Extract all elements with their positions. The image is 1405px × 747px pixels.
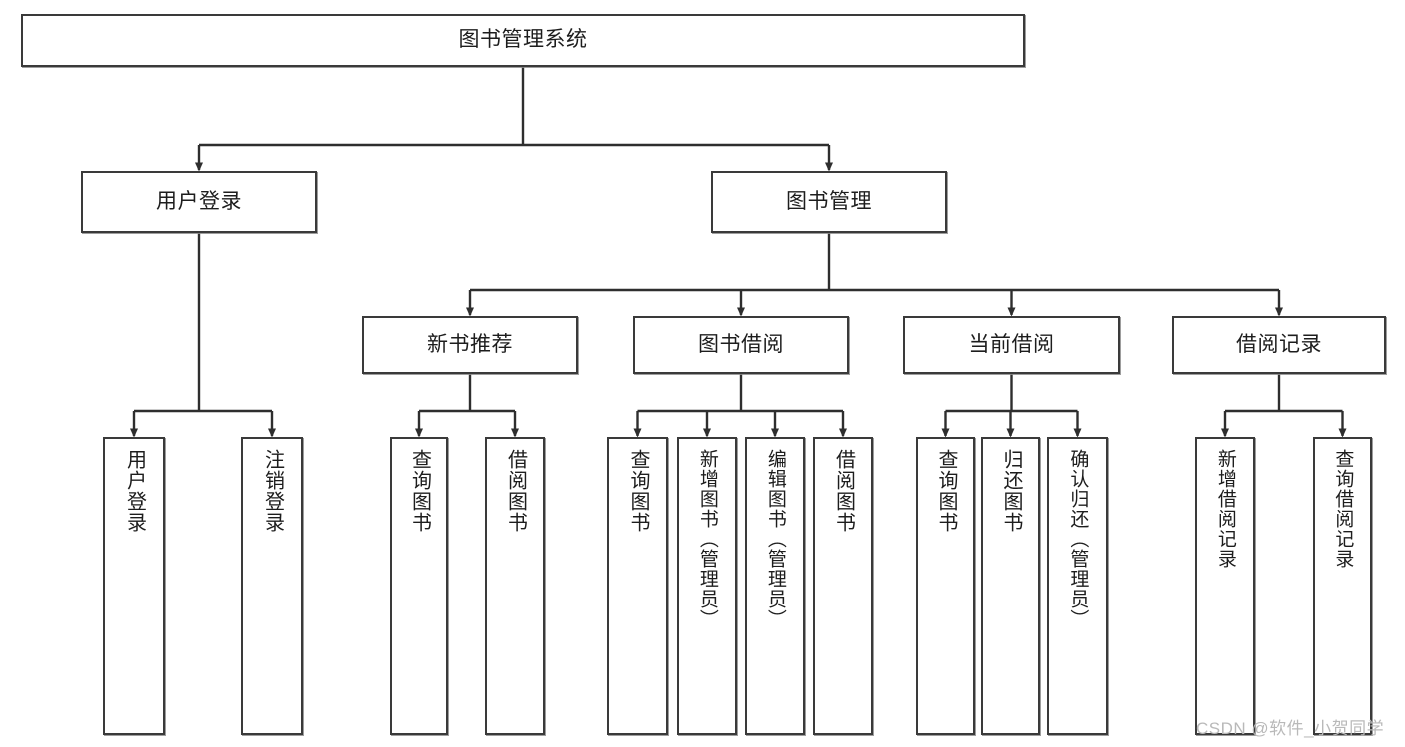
node-label: 当前借阅 bbox=[968, 332, 1055, 356]
node-label: 借阅图书 bbox=[832, 449, 855, 533]
node-label: 编辑图书（管理员） bbox=[764, 449, 786, 629]
node-label: 用户登录 bbox=[123, 449, 146, 533]
node-leaf-borrow-add[interactable]: 新增图书（管理员） bbox=[677, 437, 737, 735]
node-label: 确认归还（管理员） bbox=[1067, 449, 1089, 629]
node-label: 新增借阅记录 bbox=[1214, 449, 1236, 569]
node-label: 查询图书 bbox=[627, 449, 649, 533]
node-label: 图书借阅 bbox=[698, 332, 784, 356]
node-leaf-user-logout[interactable]: 注销登录 bbox=[241, 437, 303, 735]
node-label: 借阅记录 bbox=[1236, 332, 1322, 356]
node-new-book-rec[interactable]: 新书推荐 bbox=[362, 316, 578, 374]
node-label: 查询图书 bbox=[935, 449, 957, 533]
node-label: 图书管理 bbox=[786, 189, 872, 213]
node-label: 用户登录 bbox=[156, 189, 242, 213]
node-current-borrow[interactable]: 当前借阅 bbox=[903, 316, 1120, 374]
node-leaf-cur-return[interactable]: 归还图书 bbox=[981, 437, 1040, 735]
node-label: 查询图书 bbox=[408, 449, 431, 533]
node-borrow-record[interactable]: 借阅记录 bbox=[1172, 316, 1386, 374]
node-leaf-user-login[interactable]: 用户登录 bbox=[103, 437, 165, 735]
node-label: 注销登录 bbox=[261, 449, 284, 533]
node-leaf-borrow-edit[interactable]: 编辑图书（管理员） bbox=[745, 437, 805, 735]
root-node[interactable]: 图书管理系统 bbox=[21, 14, 1025, 67]
node-label: 查询借阅记录 bbox=[1332, 449, 1354, 569]
node-leaf-rec-add[interactable]: 新增借阅记录 bbox=[1195, 437, 1255, 735]
node-user-login[interactable]: 用户登录 bbox=[81, 171, 317, 233]
node-book-manage[interactable]: 图书管理 bbox=[711, 171, 947, 233]
node-leaf-borrow-query[interactable]: 查询图书 bbox=[607, 437, 668, 735]
node-label: 图书管理系统 bbox=[458, 28, 588, 52]
node-leaf-borrow-lend[interactable]: 借阅图书 bbox=[813, 437, 873, 735]
node-leaf-rec-search[interactable]: 查询借阅记录 bbox=[1313, 437, 1372, 735]
node-label: 借阅图书 bbox=[504, 449, 527, 533]
node-book-borrow[interactable]: 图书借阅 bbox=[633, 316, 849, 374]
csdn-watermark: CSDN @软件_小贺同学 bbox=[1196, 719, 1385, 738]
node-leaf-rec-borrow[interactable]: 借阅图书 bbox=[485, 437, 545, 735]
node-label: 新书推荐 bbox=[427, 332, 513, 356]
node-label: 归还图书 bbox=[1000, 449, 1022, 533]
node-leaf-cur-confirm[interactable]: 确认归还（管理员） bbox=[1047, 437, 1108, 735]
node-leaf-cur-query[interactable]: 查询图书 bbox=[916, 437, 975, 735]
node-label: 新增图书（管理员） bbox=[696, 449, 718, 629]
node-leaf-rec-query[interactable]: 查询图书 bbox=[390, 437, 448, 735]
